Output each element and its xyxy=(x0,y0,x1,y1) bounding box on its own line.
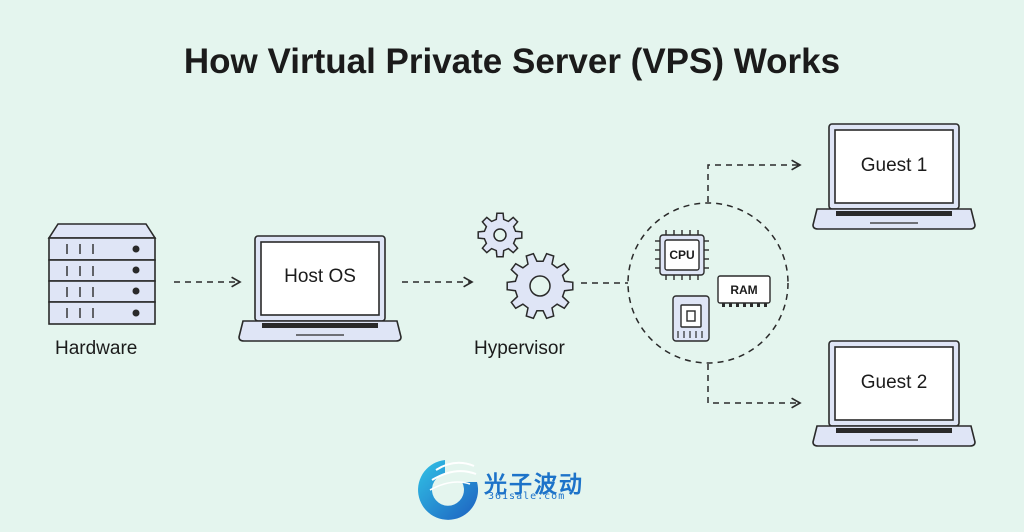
brand-logo-icon xyxy=(418,460,479,520)
arrow-to-guest1 xyxy=(707,159,802,202)
gears-icon xyxy=(477,212,574,320)
hypervisor-label: Hypervisor xyxy=(474,338,565,359)
storage-chip-icon xyxy=(672,295,710,342)
ram-icon xyxy=(717,275,771,307)
resource-pool-circle xyxy=(627,202,789,364)
watermark-url: 361sale.com xyxy=(488,491,566,502)
cpu-label: CPU xyxy=(669,248,694,262)
guest2-label: Guest 2 xyxy=(860,372,928,393)
laptop-icon xyxy=(812,123,976,230)
gear-hole xyxy=(529,275,551,297)
guest1-label: Guest 1 xyxy=(860,155,928,176)
laptop-icon xyxy=(812,340,976,447)
host-os-label: Host OS xyxy=(284,266,356,287)
watermark-name: 光子波动 xyxy=(484,471,584,497)
ram-label: RAM xyxy=(730,283,757,297)
laptop-icon xyxy=(238,235,402,342)
cpu-chip-icon xyxy=(655,230,709,280)
arrow-to-guest2 xyxy=(707,364,802,409)
hardware-label: Hardware xyxy=(55,338,138,359)
page-title: How Virtual Private Server (VPS) Works xyxy=(183,42,841,81)
server-rack-icon xyxy=(47,223,157,325)
gear-hole xyxy=(493,228,507,242)
